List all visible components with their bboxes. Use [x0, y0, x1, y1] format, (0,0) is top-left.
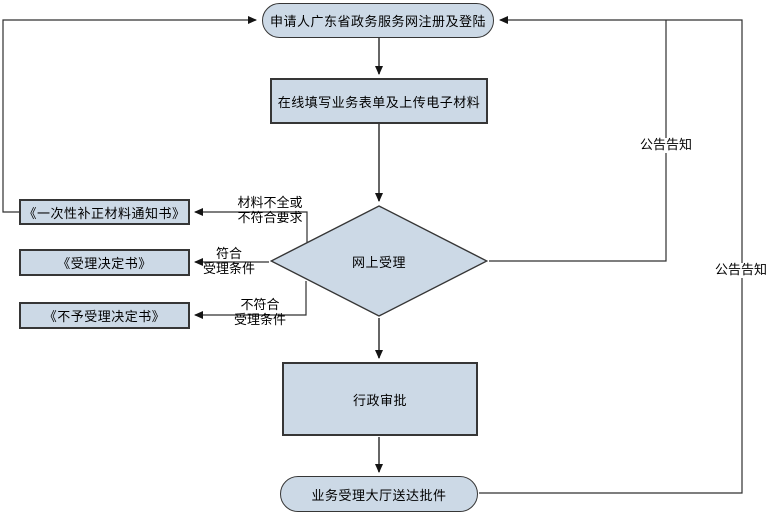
node-end: 业务受理大厅送达批件 [280, 476, 478, 512]
edge-correction-to-start [2, 16, 257, 213]
node-accept-doc-label: 《受理决定书》 [57, 257, 152, 272]
node-correction-doc-label: 《一次性补正材料通知书》 [23, 206, 186, 222]
node-form-label: 在线填写业务表单及上传电子材料 [277, 95, 481, 111]
edge-decision-to-correction [194, 208, 308, 243]
edge-label-incomplete: 材料不全或 不符合要求 [237, 196, 303, 226]
node-approval: 行政审批 [282, 362, 478, 436]
node-reject-doc-label: 《不予受理决定书》 [43, 310, 166, 325]
edge-decision-to-announce [489, 20, 667, 262]
edge-decision-to-reject [194, 281, 307, 319]
edge-label-announce-1: 公告告知 [638, 138, 694, 153]
edge-label-announce-2: 公告告知 [713, 263, 769, 278]
node-approval-label: 行政审批 [352, 393, 407, 409]
node-end-label: 业务受理大厅送达批件 [311, 488, 447, 504]
edge-label-unqualified: 不符合 受理条件 [233, 298, 286, 328]
node-start: 申请人广东省政务服务网注册及登陆 [262, 3, 494, 38]
node-form: 在线填写业务表单及上传电子材料 [270, 78, 488, 124]
edge-label-qualified: 符合 受理条件 [202, 247, 255, 277]
node-correction-doc: 《一次性补正材料通知书》 [19, 199, 190, 225]
node-reject-doc: 《不予受理决定书》 [19, 302, 190, 329]
node-decision-label: 网上受理 [351, 255, 406, 271]
node-accept-doc: 《受理决定书》 [19, 249, 190, 276]
node-decision: 网上受理 [270, 205, 488, 317]
diamond-icon [270, 205, 488, 317]
node-start-label: 申请人广东省政务服务网注册及登陆 [269, 15, 486, 30]
edge-end-to-start [479, 16, 743, 494]
